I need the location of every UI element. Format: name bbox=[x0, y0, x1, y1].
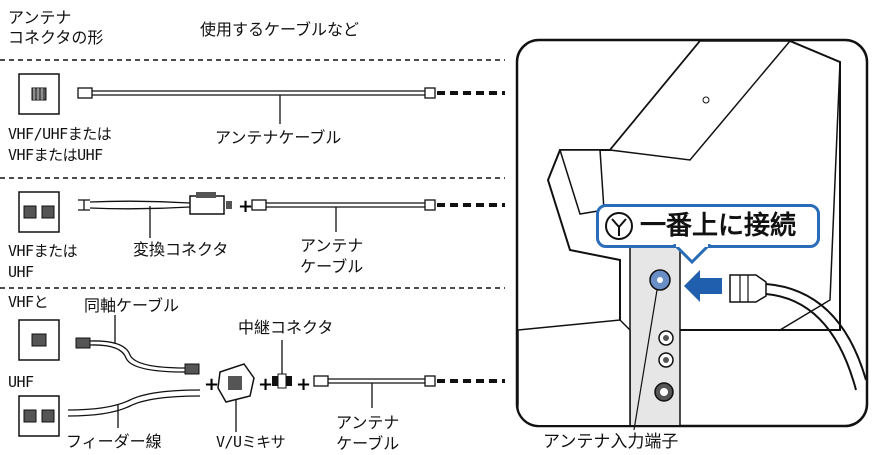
row3-cable-label: アンテナ ケーブル bbox=[336, 413, 400, 453]
row3-vhf-label: VHFと bbox=[8, 293, 49, 311]
antenna-symbol-icon bbox=[605, 212, 633, 240]
wall-socket-double-icon bbox=[18, 191, 60, 233]
callout-label: 一番上に接続 bbox=[640, 211, 797, 241]
coax-cable-label: 同軸ケーブル bbox=[84, 296, 180, 315]
row1-connector-label: VHF/UHFまたは VHFまたはUHF bbox=[8, 125, 112, 164]
relay-connector-label: 中継コネクタ bbox=[238, 318, 334, 337]
svg-text:+: + bbox=[238, 196, 253, 217]
feeder-wire-label: フィーダー線 bbox=[66, 432, 162, 451]
antenna-input-label: アンテナ入力端子 bbox=[543, 432, 679, 452]
svg-text:+: + bbox=[204, 374, 219, 395]
callout-pointer bbox=[672, 244, 712, 264]
row2-cable-label: アンテナ ケーブル bbox=[300, 236, 364, 276]
antenna-cable-row1-icon bbox=[77, 87, 505, 124]
mixer-label: V/Uミキサ bbox=[216, 433, 286, 451]
converter-label: 変換コネクタ bbox=[133, 240, 229, 259]
row2-connector-label: VHFまたは UHF bbox=[8, 242, 78, 281]
feeder-wire-icon bbox=[67, 389, 201, 428]
wall-socket-single-icon bbox=[18, 73, 60, 115]
conversion-connector-icon bbox=[78, 192, 232, 238]
antenna-cable-row3-icon bbox=[313, 375, 505, 408]
row1-cable-label: アンテナケーブル bbox=[215, 128, 342, 147]
svg-text:+: + bbox=[258, 374, 273, 395]
connector-shape-header: アンテナ コネクタの形 bbox=[8, 8, 104, 47]
relay-connector-icon bbox=[272, 340, 292, 389]
svg-text:+: + bbox=[296, 374, 311, 395]
wall-socket-uhf-icon bbox=[18, 395, 60, 437]
cables-header: 使用するケーブルなど bbox=[200, 20, 360, 39]
coaxial-cable-icon bbox=[75, 315, 200, 375]
antenna-cable-row2-icon bbox=[251, 199, 505, 232]
wall-socket-vhf-icon bbox=[18, 319, 60, 361]
insert-arrow-icon bbox=[684, 270, 722, 302]
vu-mixer-icon bbox=[217, 363, 255, 432]
row3-uhf-label: UHF bbox=[8, 373, 34, 391]
